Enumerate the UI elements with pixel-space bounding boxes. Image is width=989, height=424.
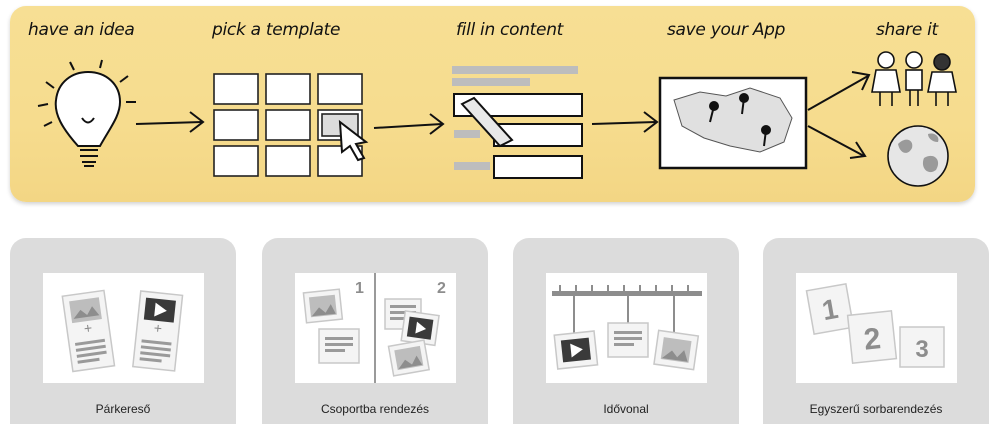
form-content-icon	[452, 66, 583, 179]
banner-illustration	[37, 51, 957, 187]
timeline-thumbnail-icon	[552, 285, 702, 371]
template-grid-icon	[213, 73, 369, 177]
card-thumbnail	[546, 273, 707, 383]
arrow-icon	[591, 111, 659, 133]
group-number-1: 1	[355, 280, 364, 297]
arrow-icon	[135, 111, 205, 133]
map-icon	[658, 76, 808, 170]
card-label: Idővonal	[603, 402, 649, 416]
template-card-grouping[interactable]: 1 2 Csoportba rendezés	[262, 238, 488, 424]
order-number-3: 3	[915, 336, 928, 363]
card-thumbnail: + +	[43, 273, 204, 383]
globe-icon	[887, 125, 949, 187]
step-label-share: share it	[876, 20, 938, 40]
group-number-2: 2	[437, 280, 446, 297]
svg-text:+: +	[83, 320, 93, 337]
how-it-works-banner: have an idea pick a template fill in con…	[10, 6, 975, 202]
lightbulb-icon	[37, 59, 136, 167]
simple-ordering-thumbnail-icon: 1 2 3	[805, 282, 945, 368]
arrow-icon	[373, 113, 445, 135]
card-label: Csoportba rendezés	[320, 402, 430, 416]
card-label: Egyszerű sorbarendezés	[809, 402, 943, 416]
people-icon	[871, 51, 957, 106]
template-card-pair-matching[interactable]: + + Párkereső	[10, 238, 236, 424]
svg-text:+: +	[153, 320, 163, 337]
template-card-simple-ordering[interactable]: 1 2 3 Egyszerű sorbarendezés	[763, 238, 989, 424]
order-number-1: 1	[820, 293, 841, 326]
step-label-template: pick a template	[212, 20, 341, 40]
card-thumbnail: 1 2	[295, 273, 456, 383]
order-number-2: 2	[862, 322, 882, 357]
card-label: Párkereső	[95, 402, 151, 416]
step-label-idea: have an idea	[28, 20, 135, 40]
template-card-timeline[interactable]: Idővonal	[513, 238, 739, 424]
grouping-thumbnail-icon: 1 2	[302, 273, 446, 383]
step-label-content: fill in content	[456, 20, 564, 40]
card-thumbnail: 1 2 3	[796, 273, 957, 383]
arrow-icon	[807, 71, 871, 159]
step-label-save: save your App	[667, 20, 786, 40]
pair-matching-thumbnail-icon: + +	[61, 289, 184, 373]
